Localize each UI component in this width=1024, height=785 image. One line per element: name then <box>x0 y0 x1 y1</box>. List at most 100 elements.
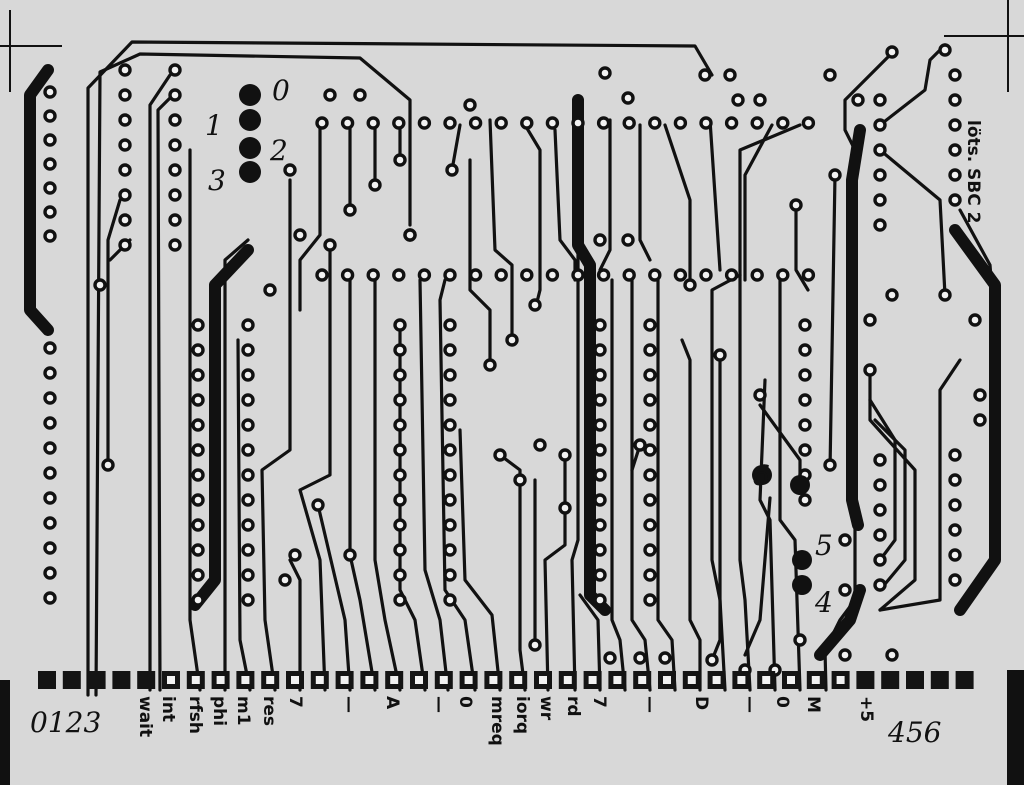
pad <box>393 593 407 607</box>
pad <box>593 343 607 357</box>
edge-label: — <box>640 696 660 713</box>
pad <box>558 501 572 515</box>
pad <box>798 393 812 407</box>
edge-label: M <box>803 696 823 713</box>
pad <box>873 168 887 182</box>
pad <box>443 468 457 482</box>
jumper-pad <box>239 137 261 159</box>
pad <box>323 238 337 252</box>
edge-finger-hole <box>191 676 200 684</box>
pad <box>750 116 764 130</box>
edge-finger <box>955 671 974 689</box>
edge-label: +5 <box>856 696 876 722</box>
pad <box>368 178 382 192</box>
pad <box>118 238 132 252</box>
pad <box>191 418 205 432</box>
edge-finger-hole <box>514 676 523 684</box>
pad <box>731 93 745 107</box>
pad <box>393 343 407 357</box>
pad <box>443 543 457 557</box>
edge-finger-hole <box>811 676 820 684</box>
jumper-pad <box>790 475 810 495</box>
pad <box>366 268 380 282</box>
pad <box>633 651 647 665</box>
pad <box>43 391 57 405</box>
pad <box>753 388 767 402</box>
pad <box>776 116 790 130</box>
pad <box>750 268 764 282</box>
pad <box>494 116 508 130</box>
pad <box>278 573 292 587</box>
pad <box>571 116 585 130</box>
pad <box>443 493 457 507</box>
pad <box>545 116 560 130</box>
pad <box>43 341 57 355</box>
pad <box>938 43 952 57</box>
pad <box>838 583 852 597</box>
numbers-right: 456 <box>887 716 941 749</box>
pad <box>315 116 329 130</box>
pad <box>241 593 255 607</box>
pad <box>393 543 407 557</box>
pad <box>643 368 657 382</box>
pad <box>643 543 657 557</box>
pad <box>658 651 672 665</box>
pad <box>705 653 719 667</box>
pad <box>873 503 887 517</box>
pad <box>468 268 483 282</box>
pad <box>593 418 607 432</box>
pad <box>191 568 205 582</box>
pad <box>443 418 457 432</box>
pad <box>643 568 657 582</box>
pad <box>948 118 962 132</box>
jumper-label-5: 5 <box>815 529 833 562</box>
pad <box>191 518 205 532</box>
pad <box>241 443 255 457</box>
pad <box>353 88 367 102</box>
pad <box>885 648 899 662</box>
pad <box>43 466 57 480</box>
pad <box>288 548 302 562</box>
pad <box>191 368 205 382</box>
edge-finger-hole <box>390 676 399 684</box>
pad <box>43 205 57 219</box>
pad <box>343 548 357 562</box>
pad <box>885 288 899 302</box>
pad <box>643 493 657 507</box>
edge-finger-hole <box>836 676 845 684</box>
pad <box>241 368 255 382</box>
pad <box>643 318 657 332</box>
pad <box>513 473 527 487</box>
edge-label: 0 <box>772 696 792 708</box>
pad <box>118 188 132 202</box>
edge-finger-hole <box>762 676 771 684</box>
pad <box>191 468 205 482</box>
edge-finger-hole <box>737 676 746 684</box>
pad <box>593 568 607 582</box>
pad <box>838 648 852 662</box>
pad <box>533 438 547 452</box>
pad <box>118 213 132 227</box>
pad <box>520 268 534 282</box>
pad <box>340 116 355 130</box>
pad <box>593 233 607 247</box>
edge-finger-hole <box>340 676 349 684</box>
pad <box>293 228 307 242</box>
pad <box>528 638 542 652</box>
pad <box>593 468 607 482</box>
pad <box>873 453 887 467</box>
pad <box>948 68 962 82</box>
pad <box>118 163 132 177</box>
edge-finger <box>137 671 156 689</box>
pad <box>393 153 407 167</box>
edge-label: m1 <box>233 696 253 726</box>
edge-finger-hole <box>415 676 423 684</box>
pad <box>603 651 617 665</box>
edge-finger-hole <box>687 676 696 684</box>
pad <box>873 578 887 592</box>
edge-label: rfsh <box>185 696 205 734</box>
edge-label: A <box>382 696 402 710</box>
edge-label: wait <box>135 696 155 737</box>
edge-finger-hole <box>787 676 795 684</box>
